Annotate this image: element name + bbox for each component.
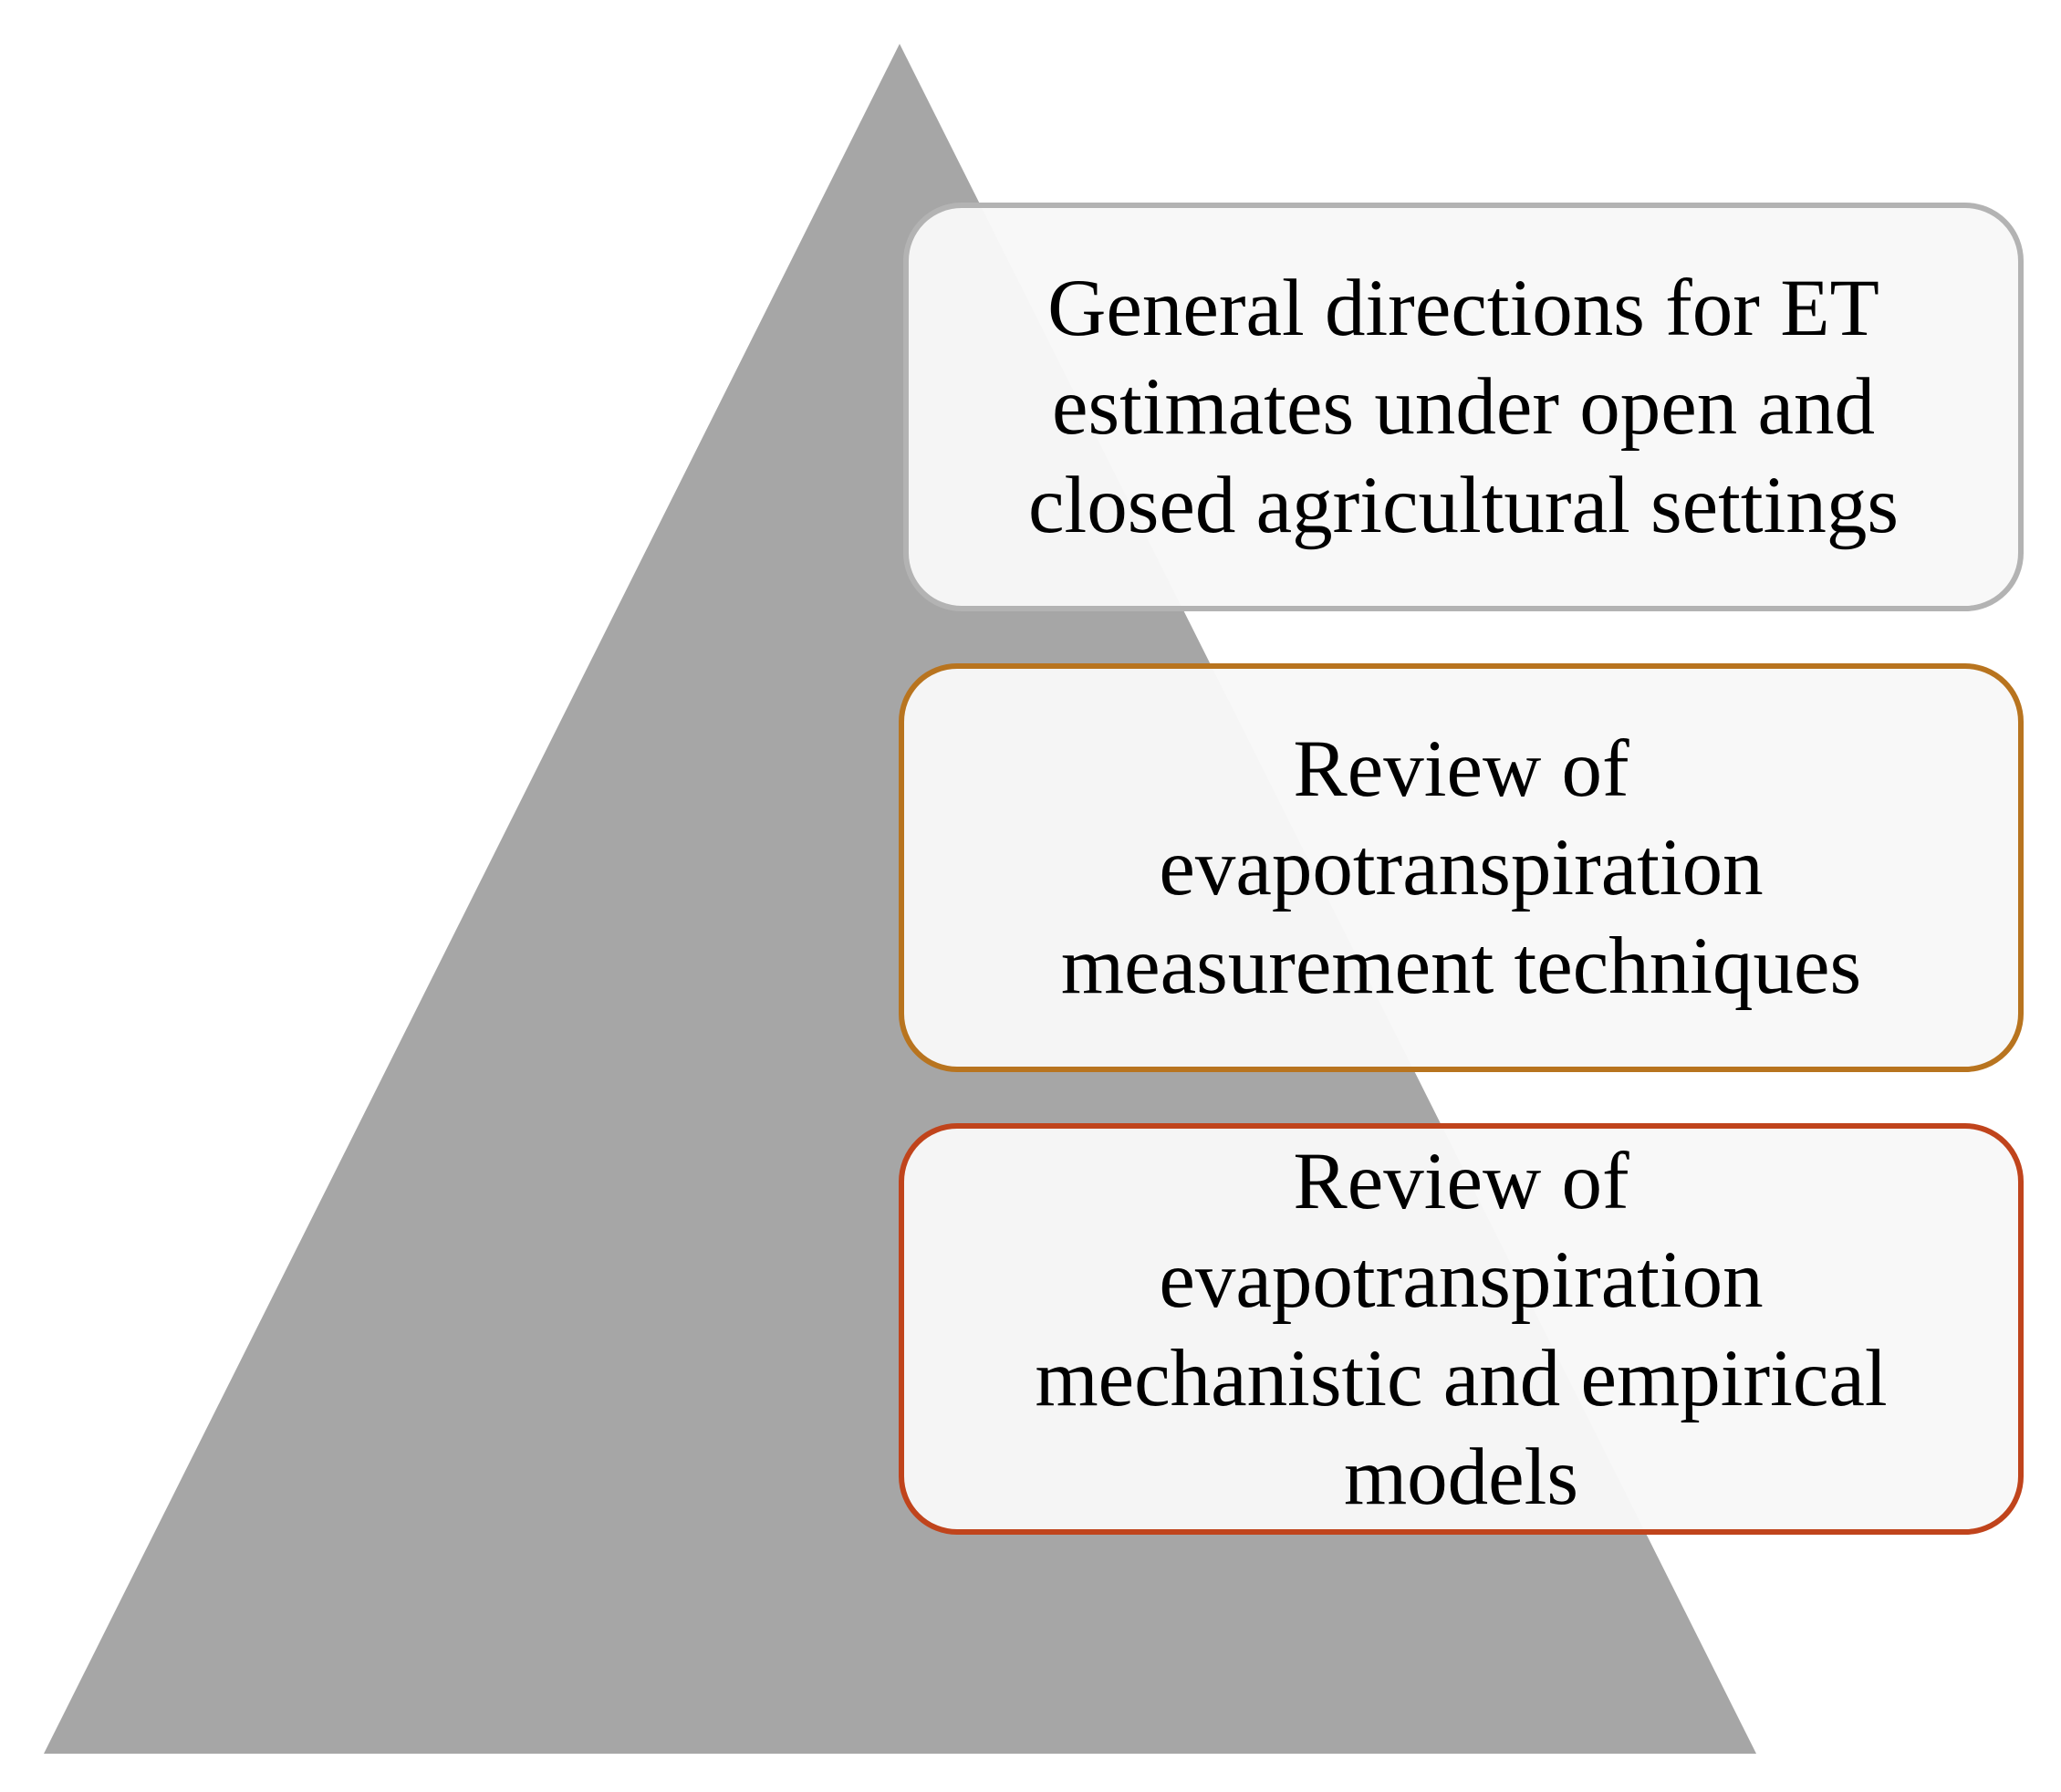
level-text-top: General directions for ET estimates unde… xyxy=(909,259,2018,555)
level-middle-line-2: evapotranspiration xyxy=(1159,823,1764,912)
level-bottom-line-3: mechanistic and empirical xyxy=(1035,1333,1888,1423)
level-middle-line-1: Review of xyxy=(1293,724,1629,814)
level-bottom-line-2: evapotranspiration xyxy=(1159,1235,1764,1325)
level-box-top: General directions for ET estimates unde… xyxy=(903,203,2024,611)
level-text-bottom: Review of evapotranspiration mechanistic… xyxy=(904,1132,2018,1526)
level-top-line-1: General directions for ET xyxy=(1047,264,1879,353)
level-top-line-2: estimates under open and xyxy=(1051,362,1876,452)
level-box-bottom: Review of evapotranspiration mechanistic… xyxy=(899,1123,2024,1535)
level-middle-line-3: measurement techniques xyxy=(1060,922,1862,1011)
level-box-middle: Review of evapotranspiration measurement… xyxy=(899,663,2024,1072)
level-bottom-line-4: models xyxy=(1343,1432,1579,1522)
level-bottom-line-1: Review of xyxy=(1293,1136,1629,1226)
level-text-middle: Review of evapotranspiration measurement… xyxy=(904,720,2018,1016)
level-top-line-3: closed agricultural settings xyxy=(1027,461,1899,550)
